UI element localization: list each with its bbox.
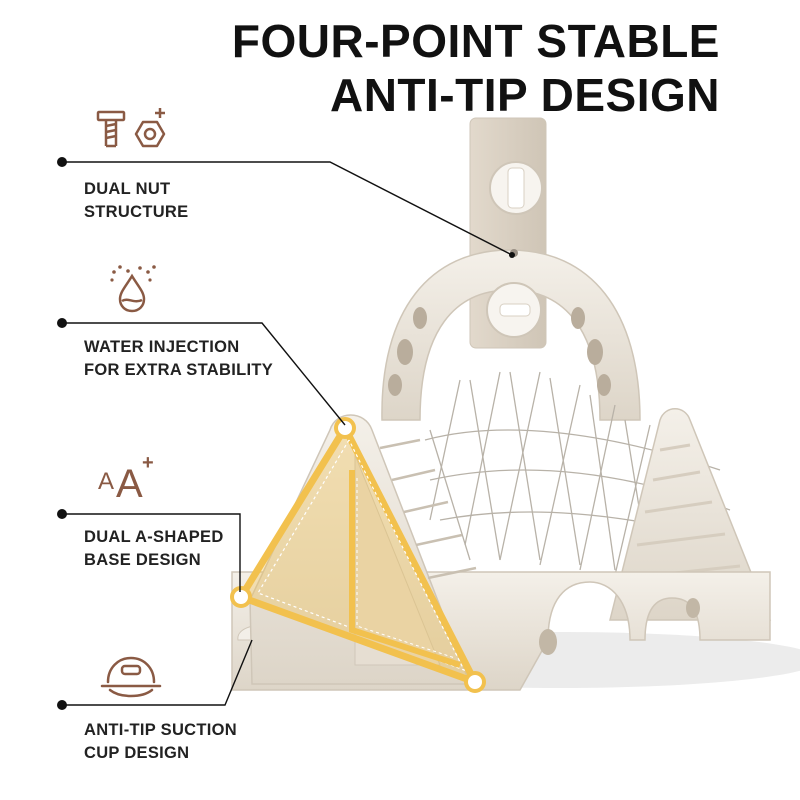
feature-water-injection: WATER INJECTION FOR EXTRA STABILITY xyxy=(84,336,273,382)
left-frame-ribs xyxy=(379,438,477,580)
leader-line-dual-nut xyxy=(62,161,513,256)
headline-line-1: FOUR-POINT STABLE xyxy=(231,15,720,67)
lower-knob xyxy=(486,282,542,338)
feature-suction-cup: ANTI-TIP SUCTION CUP DESIGN xyxy=(84,719,237,765)
feature-label-line-1: ANTI-TIP SUCTION xyxy=(84,721,237,739)
arch-holes xyxy=(388,307,611,396)
small-a-glyph: A xyxy=(98,468,115,495)
stability-point xyxy=(230,586,252,608)
leader-lines xyxy=(62,161,513,706)
plus-glyph: + xyxy=(142,452,154,474)
leader-dots xyxy=(57,157,515,710)
a-shape-highlight xyxy=(230,417,486,693)
feature-label-line-2: CUP DESIGN xyxy=(84,744,190,762)
feature-label-line-2: FOR EXTRA STABILITY xyxy=(84,361,274,379)
leader-line-suction xyxy=(62,639,253,706)
stability-point xyxy=(464,671,486,693)
feature-label-line-1: DUAL A-SHAPED xyxy=(84,528,224,546)
a-shape-icon: A A + xyxy=(98,452,168,506)
leader-line-water xyxy=(62,322,346,426)
feature-label-line-1: WATER INJECTION xyxy=(84,338,240,356)
leader-line-a-shape xyxy=(62,513,241,592)
suction-cup-icon xyxy=(100,656,162,698)
feature-a-shaped-base: DUAL A-SHAPED BASE DESIGN xyxy=(84,526,224,572)
water-drop-icon xyxy=(110,265,156,313)
bolt-nut-icon xyxy=(96,108,166,148)
arch-frame xyxy=(381,249,641,421)
base-holes xyxy=(539,598,700,655)
feature-dual-nut: DUAL NUT STRUCTURE xyxy=(84,178,188,224)
feature-label-line-2: BASE DESIGN xyxy=(84,551,201,569)
top-knob xyxy=(489,161,543,215)
large-a-glyph: A xyxy=(116,462,143,506)
stability-point xyxy=(334,417,356,439)
feature-label-line-1: DUAL NUT xyxy=(84,180,171,198)
feature-label-line-2: STRUCTURE xyxy=(84,203,189,221)
headline-line-2: ANTI-TIP DESIGN xyxy=(329,69,720,121)
